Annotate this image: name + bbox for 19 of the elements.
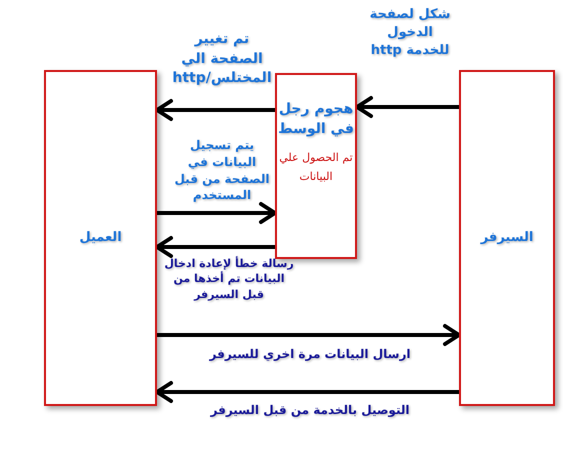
node-label: تم الحصول علي البيانات xyxy=(278,150,354,185)
arrow xyxy=(155,381,459,403)
attacker-box xyxy=(275,73,357,259)
arrow xyxy=(355,96,459,118)
edge-label: رسالة خطأ لإعادة ادخال البيانات تم أخذها من قبل السيرفر xyxy=(164,256,294,302)
party-box xyxy=(459,70,555,406)
edge-label: تم تغيير الصفحة الي المختلس/http xyxy=(171,30,273,88)
node-label: العميل xyxy=(79,228,122,247)
arrow xyxy=(155,236,275,258)
edge-label: التوصيل بالخدمة من قبل السيرفر xyxy=(209,402,410,419)
arrow xyxy=(157,324,461,346)
node-label: السيرفر xyxy=(480,228,534,247)
edge-label: يتم تسجيل البيانات في الصفحة من قبل المستخدم xyxy=(173,137,271,204)
arrow xyxy=(157,202,277,224)
edge-label: ارسال البيانات مرة اخري للسيرفر xyxy=(208,346,412,363)
edge-label: شكل لصفحة الدخول للخدمة http xyxy=(368,6,452,60)
party-box xyxy=(44,70,157,406)
arrow xyxy=(155,99,275,121)
node-title: هجوم رجل في الوسط xyxy=(277,100,355,140)
